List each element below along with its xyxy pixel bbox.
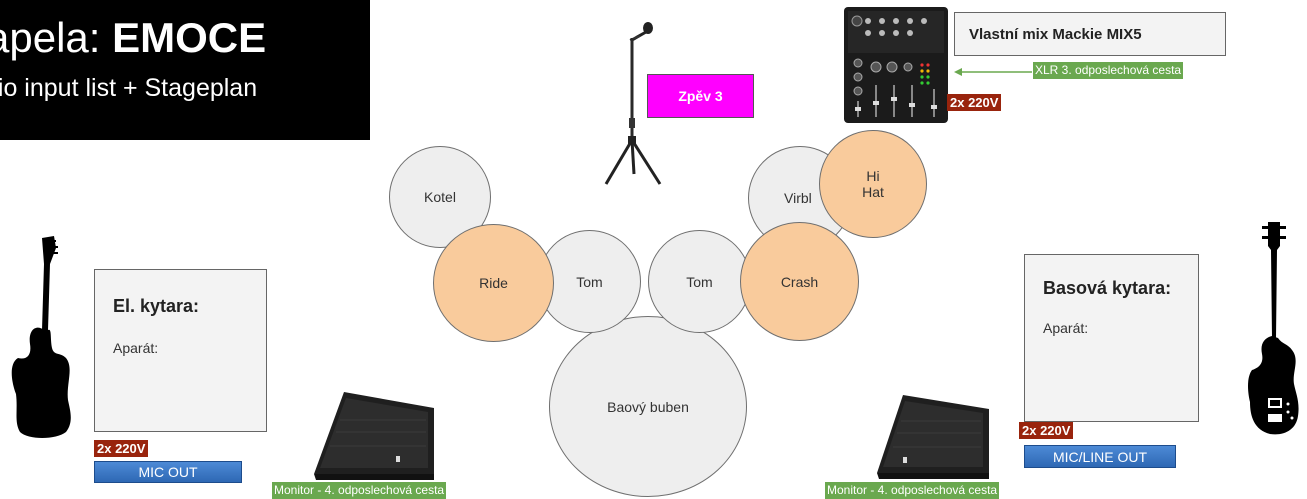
title-subtitle: dio input list + Stageplan bbox=[0, 74, 258, 102]
title-block: apela: EMOCE dio input list + Stageplan bbox=[0, 0, 370, 140]
drum-virbl-label: Virbl bbox=[784, 190, 812, 206]
cymbal-ride: Ride bbox=[433, 224, 554, 342]
stage-monitor-icon bbox=[314, 392, 434, 480]
bass-amp-label: Aparát: bbox=[1043, 320, 1089, 336]
bass-output-label: MIC/LINE OUT bbox=[1052, 448, 1148, 465]
drum-tom-1-label: Tom bbox=[576, 273, 603, 290]
mixer-input-label: XLR 3. odposlechová cesta bbox=[1033, 62, 1184, 79]
microphone-stand-icon bbox=[604, 22, 662, 185]
mixer-icon bbox=[844, 7, 948, 123]
drum-bass-label: Baový buben bbox=[607, 398, 689, 415]
guitar-output-badge: MIC OUT bbox=[94, 461, 242, 483]
vocal-channel-box: Zpěv 3 bbox=[647, 74, 754, 118]
guitar-amp-box: El. kytara: Aparát: bbox=[94, 269, 267, 432]
mixer-power-badge: 2x 220V bbox=[947, 94, 1002, 111]
cymbal-ride-label: Ride bbox=[479, 275, 508, 291]
stage-monitor-icon bbox=[877, 395, 989, 479]
monitor-right-label: Monitor - 4. odposlechová cesta bbox=[825, 482, 1000, 499]
bass-power-badge: 2x 220V bbox=[1019, 422, 1074, 439]
bass-title: Basová kytara: bbox=[1043, 278, 1172, 298]
bass-amp-box: Basová kytara: Aparát: bbox=[1024, 254, 1199, 422]
drum-tom-2: Tom bbox=[648, 230, 751, 333]
drum-tom-2-label: Tom bbox=[686, 273, 713, 290]
arrow-left-icon bbox=[954, 68, 1032, 76]
guitar-title: El. kytara: bbox=[113, 296, 200, 316]
band-title: apela: EMOCE bbox=[0, 14, 266, 62]
cymbal-crash-label: Crash bbox=[780, 273, 819, 290]
vocal-label: Zpěv 3 bbox=[678, 88, 723, 104]
drum-tom-1: Tom bbox=[538, 230, 641, 333]
mixer-title: Vlastní mix Mackie MIX5 bbox=[969, 25, 1142, 43]
band-name: EMOCE bbox=[112, 14, 267, 61]
guitar-amp-label: Aparát: bbox=[113, 340, 159, 356]
bass-output-badge: MIC/LINE OUT bbox=[1024, 445, 1176, 468]
electric-guitar-icon bbox=[11, 236, 71, 438]
bass-guitar-icon bbox=[1248, 222, 1299, 435]
drum-kotel-label: Kotel bbox=[424, 189, 456, 205]
cymbal-hihat-label-1: Hi bbox=[866, 168, 880, 184]
title-prefix: apela: bbox=[0, 14, 101, 61]
mixer-title-box: Vlastní mix Mackie MIX5 bbox=[954, 12, 1226, 56]
guitar-power-badge: 2x 220V bbox=[94, 440, 149, 457]
cymbal-hihat: Hi Hat bbox=[819, 130, 927, 238]
drum-bass-drum: Baový buben bbox=[549, 316, 747, 497]
monitor-left-label: Monitor - 4. odposlechová cesta bbox=[272, 482, 447, 499]
guitar-output-label: MIC OUT bbox=[138, 464, 198, 480]
cymbal-crash: Crash bbox=[740, 222, 859, 341]
cymbal-hihat-label-2: Hat bbox=[862, 184, 884, 200]
